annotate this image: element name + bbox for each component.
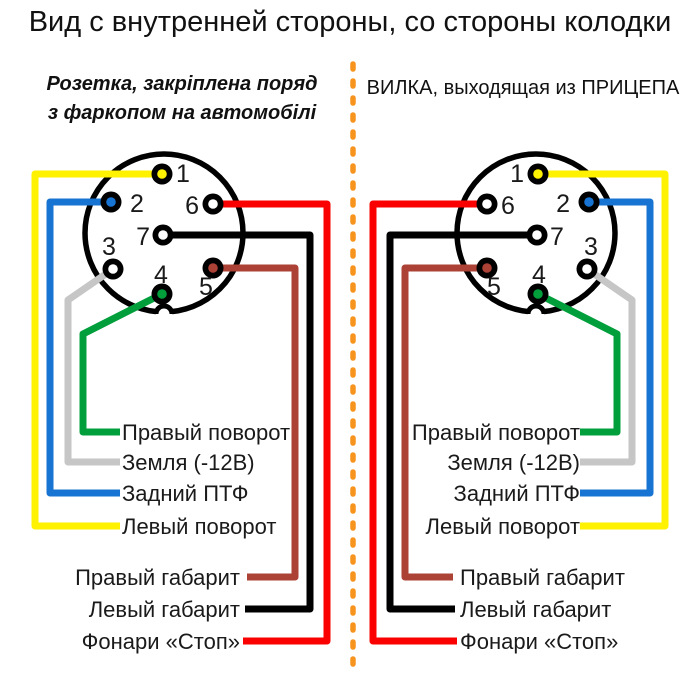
plug-pin-1-hole — [533, 169, 543, 179]
plug-pin-number-6: 6 — [501, 192, 515, 220]
socket-label-right-marker: Правый габарит — [75, 565, 240, 590]
plug-keyway-notch-icon — [525, 303, 547, 315]
socket-pin-4-hole — [157, 289, 167, 299]
plug-wire-gray — [580, 266, 636, 466]
plug-pin-2-hole — [584, 197, 594, 207]
plug-wire-yellow — [538, 170, 669, 530]
plug-pin-3-hole — [582, 264, 592, 274]
page-title: Вид с внутренней стороны, со стороны кол… — [28, 6, 672, 38]
socket-wire-red — [213, 200, 331, 645]
socket-pin-1-hole — [157, 169, 167, 179]
socket-wire-blue — [46, 198, 120, 497]
socket-pin-7-hole — [158, 230, 168, 240]
plug-wire-brown — [401, 264, 487, 581]
socket-subtitle-line2: з фаркопом на автомобілі — [47, 102, 317, 124]
plug-label-ground: Земля (-12В) — [447, 450, 580, 475]
socket-label-rear-fog: Задний ПТФ — [122, 481, 248, 506]
socket-pin-number-5: 5 — [199, 273, 213, 301]
socket-wire-yellow — [31, 170, 162, 530]
socket-label-stop-lights: Фонари «Стоп» — [82, 629, 240, 654]
socket-pin-2-hole — [106, 197, 116, 207]
plug-pin-6-hole — [482, 199, 492, 209]
socket-wire-gray — [64, 266, 120, 466]
socket-keyway-notch-icon — [153, 303, 175, 315]
socket-wire-brown — [213, 264, 299, 581]
socket-pins: 1 2 6 73 4 5 — [100, 160, 224, 305]
plug-pin-number-1: 1 — [510, 160, 524, 188]
plug-pin-4-hole — [533, 289, 543, 299]
socket-pin-number-2: 2 — [130, 190, 144, 218]
socket-subtitle-line1: Розетка, закріплена поряд — [46, 73, 318, 95]
plug-wire-black — [386, 231, 537, 613]
socket-wires — [31, 170, 331, 645]
plug-pin-number-2: 2 — [556, 190, 570, 218]
plug-wire-blue — [580, 198, 654, 497]
plug-pin-7-hole — [532, 230, 542, 240]
plug-wire-red — [369, 200, 487, 645]
socket-label-left-marker: Левый габарит — [89, 597, 240, 622]
plug-pin-number-7: 7 — [550, 223, 564, 251]
socket-pin-number-6: 6 — [185, 192, 199, 220]
socket-wire-green — [79, 290, 164, 436]
plug-label-right-turn: Правый поворот — [412, 420, 580, 445]
plug-label-rear-fog: Задний ПТФ — [454, 481, 580, 506]
socket-label-ground: Земля (-12В) — [122, 450, 255, 475]
socket-pin-number-3: 3 — [102, 233, 116, 261]
socket-label-left-turn: Левый поворот — [122, 514, 276, 539]
plug-label-stop-lights: Фонари «Стоп» — [460, 629, 618, 654]
socket-subtitle: Розетка, закріплена поряд з фаркопом на … — [10, 70, 354, 128]
plug-wire-green — [536, 290, 621, 436]
socket-label-right-turn: Правый поворот — [122, 420, 290, 445]
plug-pin-number-3: 3 — [584, 233, 598, 261]
plug-label-left-marker: Левый габарит — [460, 597, 611, 622]
socket-pin-6-hole — [208, 199, 218, 209]
socket-pin-3-hole — [108, 264, 118, 274]
socket-pin-number-4: 4 — [154, 261, 168, 289]
plug-pin-5-hole — [482, 263, 492, 273]
socket-wire-black — [163, 231, 314, 613]
socket-pin-5-hole — [208, 263, 218, 273]
socket-pin-number-7: 7 — [136, 223, 150, 251]
plug-pin-number-5: 5 — [487, 273, 501, 301]
plug-pin-number-4: 4 — [532, 261, 546, 289]
plug-subtitle: ВИЛКА, выходящая из ПРИЦЕПА — [366, 77, 680, 99]
plug-wires — [369, 170, 669, 645]
socket-pin-number-1: 1 — [176, 160, 190, 188]
plug-label-right-marker: Правый габарит — [460, 565, 625, 590]
plug-label-left-turn: Левый поворот — [426, 514, 580, 539]
